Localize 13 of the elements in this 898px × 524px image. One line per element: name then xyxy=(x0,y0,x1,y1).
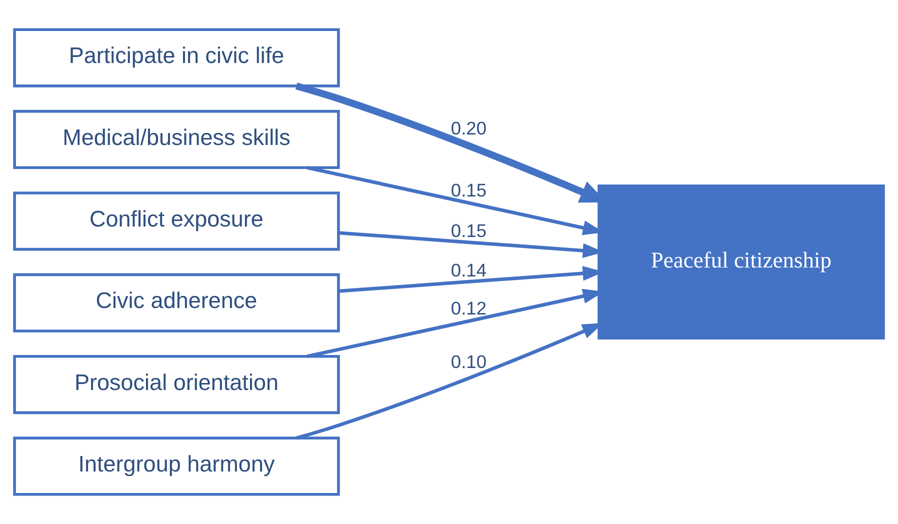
edge-label: 0.14 xyxy=(450,260,487,281)
edge-label: 0.20 xyxy=(450,117,487,138)
node-box: Medical/business skills xyxy=(13,110,340,170)
node-box: Intergroup harmony xyxy=(13,436,340,496)
node-box: Civic adherence xyxy=(13,273,340,332)
node-box: Peaceful citizenship xyxy=(598,184,885,340)
edge-label: 0.12 xyxy=(450,298,487,319)
node-box: Conflict exposure xyxy=(13,192,340,251)
edge-label: 0.15 xyxy=(450,220,487,242)
edge-label: 0.15 xyxy=(450,179,487,200)
node-box: Prosocial orientation xyxy=(13,354,340,414)
node-box: Participate in civic life xyxy=(13,28,340,88)
edge-label: 0.10 xyxy=(450,351,487,372)
